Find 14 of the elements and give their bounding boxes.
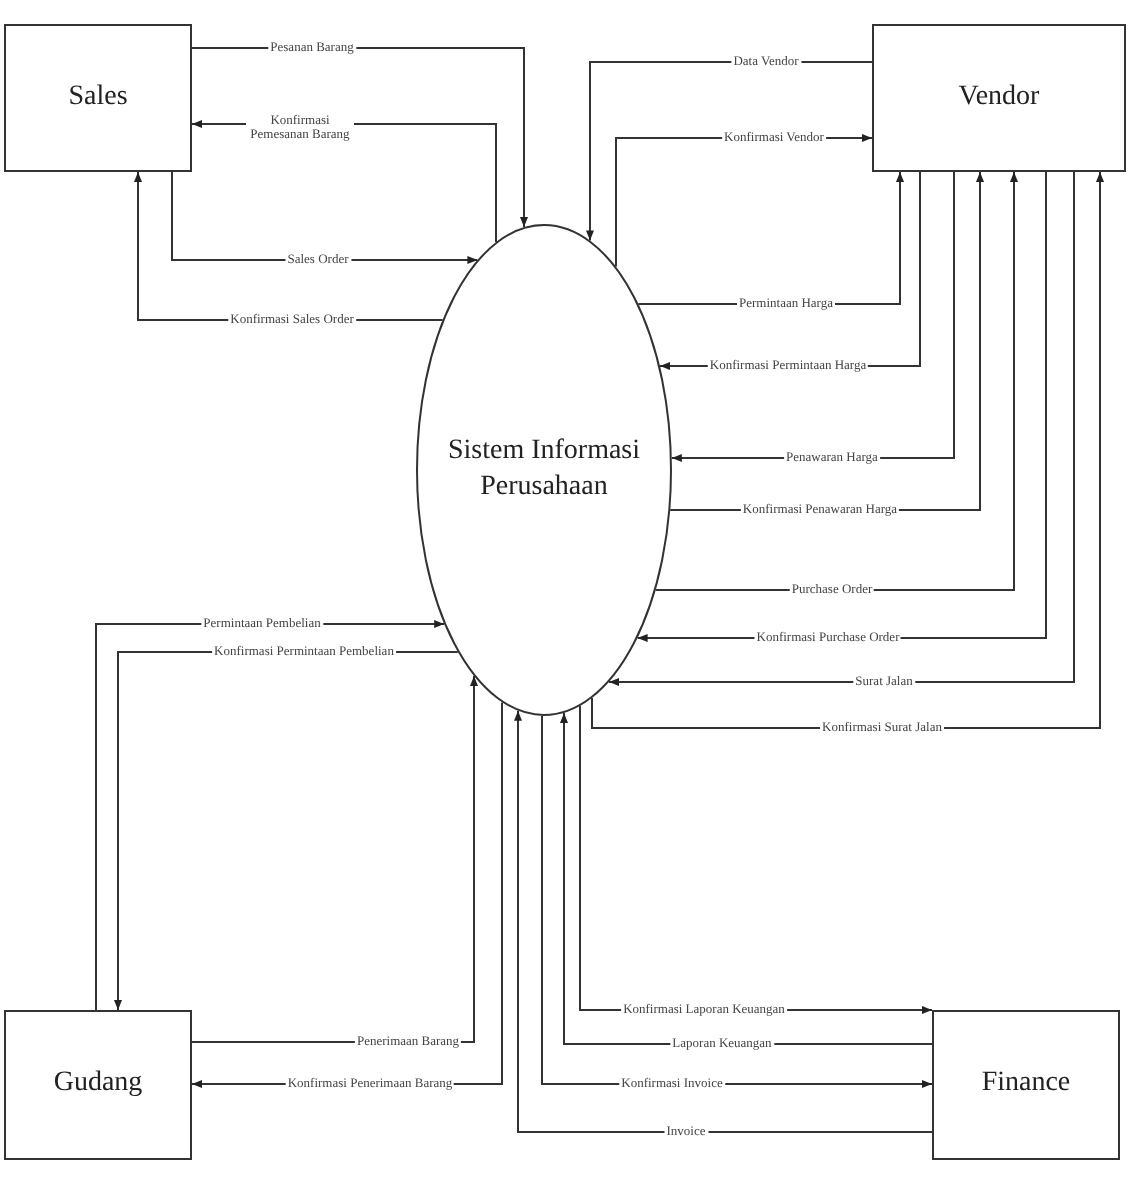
data-flow-arrow bbox=[591, 171, 1104, 729]
process-name: Sistem Informasi Perusahaan bbox=[445, 433, 643, 506]
entity-name: Sales bbox=[68, 79, 128, 116]
data-flow-arrow bbox=[514, 709, 933, 1133]
entity-box bbox=[872, 24, 1126, 172]
process-ellipse bbox=[416, 224, 672, 716]
data-flow-arrow bbox=[608, 171, 1075, 686]
data-flow-arrow bbox=[654, 171, 1018, 591]
entity-box bbox=[4, 24, 192, 172]
entity-box bbox=[932, 1010, 1120, 1160]
entity-name: Gudang bbox=[53, 1066, 143, 1103]
entity-name: Finance bbox=[981, 1066, 1071, 1103]
entity-name: Vendor bbox=[958, 79, 1040, 116]
entity-box bbox=[4, 1010, 192, 1160]
